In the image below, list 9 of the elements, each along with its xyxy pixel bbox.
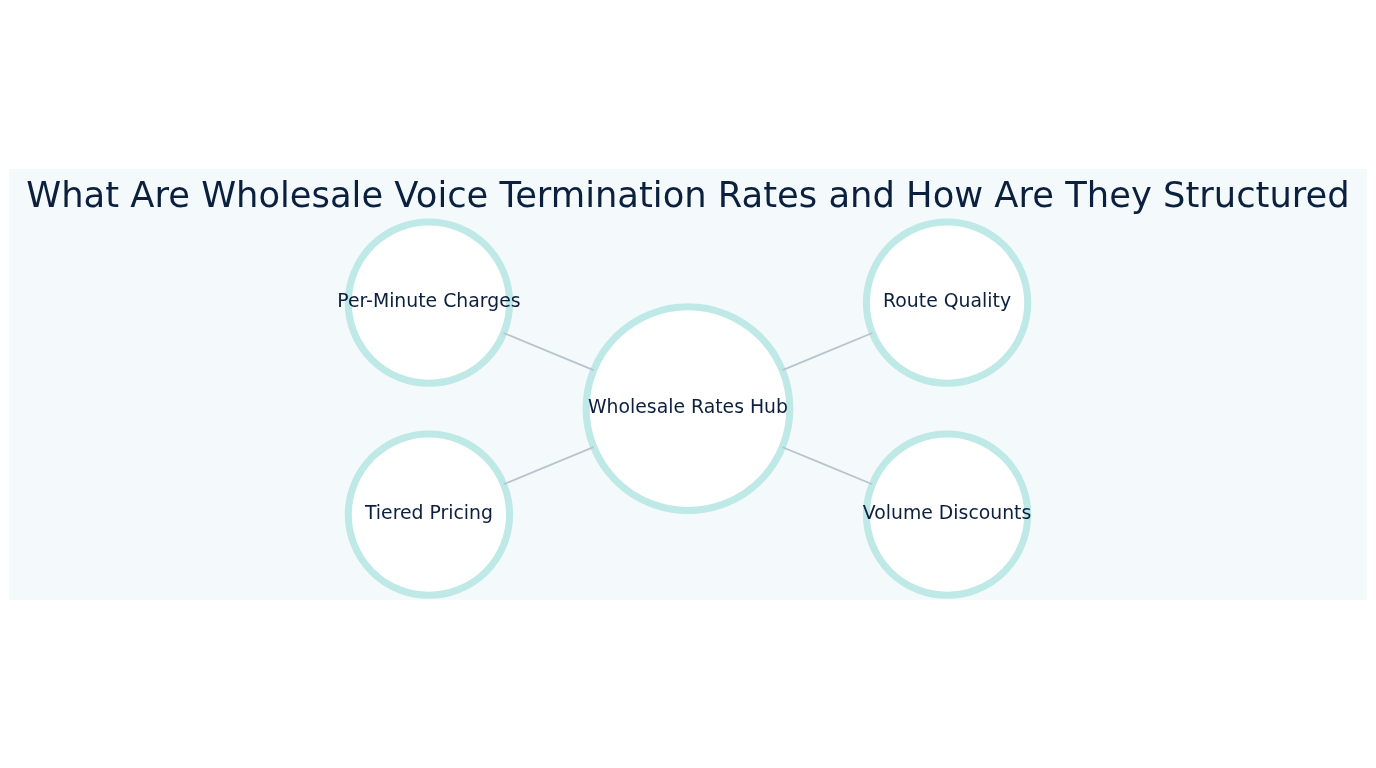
- node-circle: Volume Discounts: [862, 429, 1032, 599]
- connector: [502, 445, 595, 485]
- node-circle: Tiered Pricing: [344, 429, 514, 599]
- connector: [781, 331, 874, 371]
- node-circle: Route Quality: [862, 217, 1032, 387]
- connector: [781, 445, 874, 485]
- connector: [502, 331, 595, 371]
- node-circle: Wholesale Rates Hub: [582, 302, 794, 514]
- diagram-title: What Are Wholesale Voice Termination Rates and How Are They Structured: [26, 173, 1350, 215]
